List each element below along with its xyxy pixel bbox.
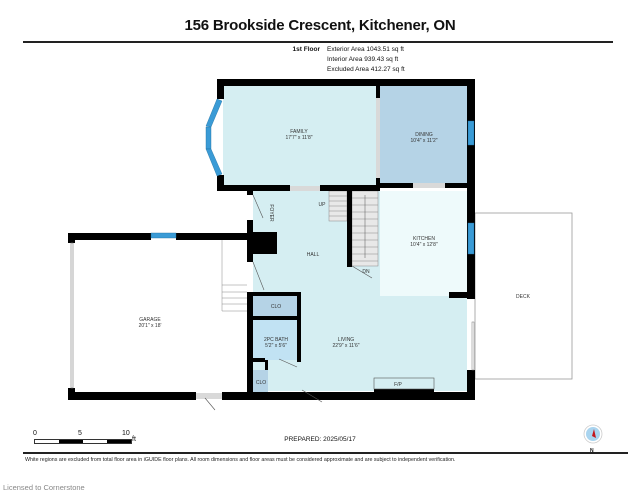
scale-tick-5: 5 [78, 430, 82, 437]
garage-door [70, 242, 74, 389]
north-compass-icon [583, 424, 603, 444]
family-room [223, 86, 376, 186]
kitchen-label: KITCHEN [413, 236, 435, 242]
excluded-area: Excluded Area 412.27 sq ft [327, 66, 405, 73]
deck-label: DECK [516, 294, 531, 300]
windows [150, 98, 475, 255]
scale-tick-0: 0 [33, 430, 37, 437]
floor-label: 1st Floor [292, 46, 320, 53]
interior-area: Interior Area 939.43 sq ft [327, 56, 399, 63]
stairs [328, 190, 379, 267]
garage-dims: 20'1" x 18' [139, 323, 162, 329]
scale-tick-10: 10 [122, 430, 130, 437]
living-dims: 22'9" x 11'6" [332, 343, 359, 349]
family-label: FAMILY [290, 129, 308, 135]
closet-bottom-label: CLO [256, 380, 266, 386]
scale-bar: 0 5 10 ft [30, 430, 140, 444]
garage-room [72, 240, 247, 393]
bath-label: 2PC BATH [264, 337, 288, 343]
kitchen-dims: 10'4" x 12'8" [410, 242, 438, 248]
patio-door [471, 321, 475, 371]
garage-label: GARAGE [139, 317, 161, 323]
bath-dims: 5'2" x 5'6" [265, 343, 287, 349]
door-swings [204, 194, 373, 411]
scale-unit: ft [132, 436, 136, 443]
fireplace [373, 377, 435, 390]
license-text: Licensed to Cornerstone [3, 483, 85, 492]
scale-graphic [34, 439, 132, 444]
closet-bottom [253, 370, 268, 392]
stairs-up-label: UP [319, 202, 327, 208]
living-label: LIVING [338, 337, 355, 343]
fireplace-label: F/P [394, 382, 402, 388]
exterior-area: Exterior Area 1043.51 sq ft [327, 46, 404, 53]
footer-divider [23, 452, 628, 454]
compass-label: N [590, 448, 594, 454]
page-title: 156 Brookside Crescent, Kitchener, ON [184, 17, 456, 34]
closet-top [253, 296, 298, 318]
dining-label: DINING [415, 132, 433, 138]
kitchen-room [380, 191, 467, 298]
closet-top-label: CLO [271, 304, 281, 310]
hall-label: HALL [307, 252, 320, 258]
family-dims: 17'7" x 11'8" [285, 135, 312, 141]
door-openings [196, 98, 445, 399]
bath-room [253, 320, 298, 360]
disclaimer-text: White regions are excluded from total fl… [25, 457, 456, 463]
garage-steps [221, 240, 247, 312]
stairs-down-label: DN [362, 269, 370, 275]
prepared-date: PREPARED: 2025/05/17 [284, 436, 356, 443]
foyer-label: FOYER [268, 204, 274, 222]
dining-dims: 10'4" x 11'2" [410, 138, 437, 144]
header-divider [23, 41, 613, 43]
deck-area [474, 212, 573, 380]
dining-room [380, 86, 467, 185]
